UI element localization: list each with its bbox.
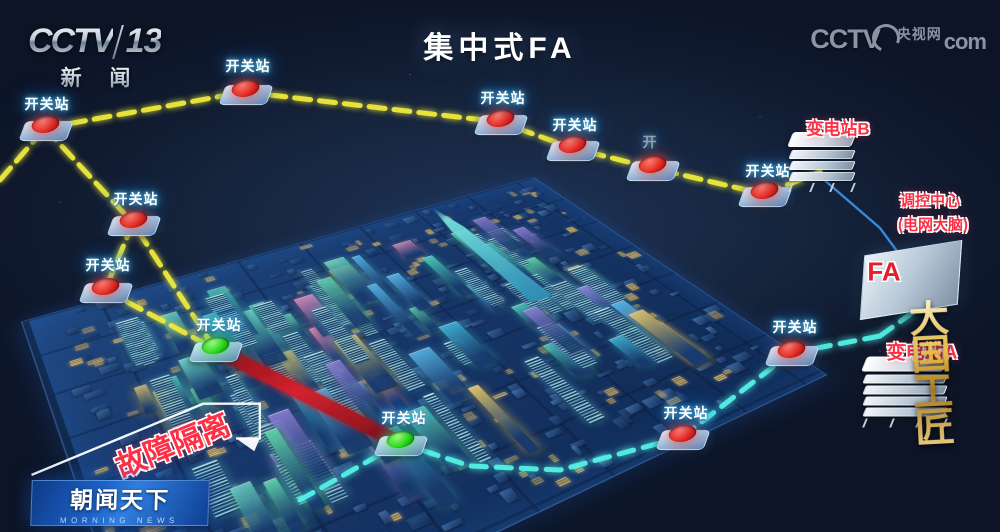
watermark-brand: CCTV <box>810 24 880 54</box>
substation-b-deck <box>788 150 856 159</box>
switch-station-node[interactable] <box>373 428 429 458</box>
switch-station-label: 开关站 <box>196 317 242 333</box>
switch-station-label: 开关站 <box>745 163 791 179</box>
program-lower-third: 朝闻天下 MORNING NEWS <box>30 480 210 526</box>
watermark-tld: com <box>943 29 987 54</box>
control-center-label-line2: (电网大脑) <box>898 216 968 234</box>
switch-station-node[interactable] <box>473 107 529 137</box>
cctv-com-watermark: CCTV 央视网 com <box>810 19 987 57</box>
switch-station-label: 开关站 <box>663 405 709 421</box>
switch-station-label: 开关站 <box>225 58 271 74</box>
switch-station-node[interactable] <box>764 338 820 368</box>
switch-station-node[interactable] <box>545 133 601 163</box>
switch-station-label: 开关站 <box>85 257 131 273</box>
substation-b-building <box>786 132 858 192</box>
cctv-wordmark: CCTV <box>28 22 115 60</box>
channel-subtitle: 新 闻 <box>28 62 174 92</box>
fa-badge: FA <box>867 256 901 287</box>
switch-station-label: 开关站 <box>480 90 526 106</box>
slash-icon <box>111 24 124 59</box>
switch-station-label: 开关站 <box>113 191 159 207</box>
switch-station-label: 开关站 <box>24 96 70 112</box>
substation-a-label: 变电站A <box>887 338 958 365</box>
channel-number: 13 <box>125 22 163 60</box>
switch-station-label: 开关站 <box>381 410 427 426</box>
substation-b-deck <box>788 172 856 181</box>
switch-station-label: 开关站 <box>772 319 818 335</box>
program-title-en: MORNING NEWS <box>59 516 179 525</box>
switch-station-node[interactable] <box>218 77 274 107</box>
switch-station-node[interactable] <box>18 113 74 143</box>
channel-logo: CCTV 13 新 闻 <box>28 22 174 92</box>
program-calligraphy-watermark: 大国工匠 <box>882 298 982 450</box>
calligraphy-glyph: 匠 <box>913 405 956 452</box>
switch-station-node[interactable] <box>737 179 793 209</box>
switch-station-label: 开关站 <box>552 117 598 133</box>
control-center-label-line1: 调控中心 <box>899 192 961 210</box>
switch-station-node[interactable] <box>78 275 134 305</box>
switch-station-node[interactable] <box>106 208 162 238</box>
switch-station-node[interactable] <box>625 153 681 183</box>
page-title: 集中式FA <box>423 32 577 65</box>
watermark-cn-text: 央视网 <box>896 26 942 42</box>
substation-b-deck <box>788 161 856 170</box>
switch-station-node[interactable] <box>655 422 711 452</box>
program-title-cn: 朝闻天下 <box>69 487 171 513</box>
switch-station-node[interactable] <box>188 334 244 364</box>
substation-b-legs <box>788 183 856 192</box>
substation-b-label: 变电站B <box>806 119 870 139</box>
switch-station-label: 开 <box>642 134 658 150</box>
